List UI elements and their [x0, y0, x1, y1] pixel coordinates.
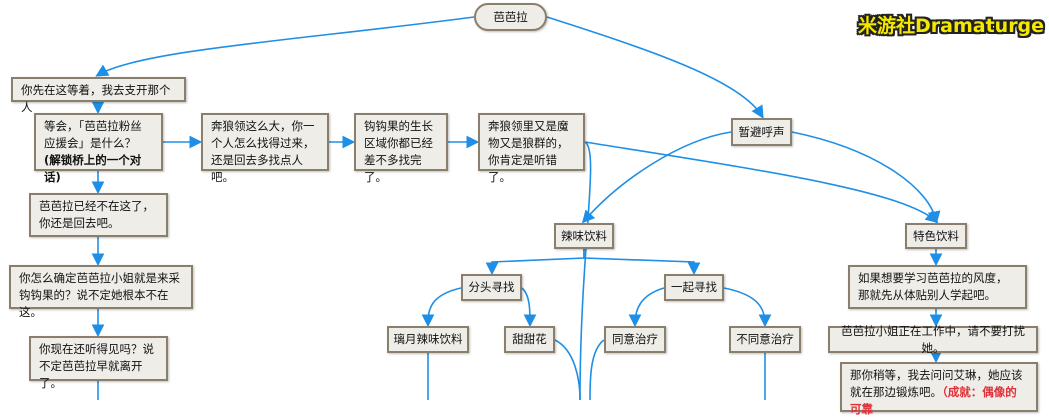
node-sweet-flower: 甜甜花: [504, 326, 555, 353]
node-spicy-drink: 辣味饮料: [554, 223, 614, 249]
node-hook-fruit: 钩钩果的生长区域你都已经差不多找完了。: [354, 113, 448, 184]
node-agree-heal: 同意治疗: [604, 326, 666, 353]
node-still-hear: 你现在还听得见吗？说不定芭芭拉早就离开了。: [29, 336, 168, 390]
connector-lines: [91, 16, 943, 400]
node-search-together: 一起寻找: [664, 274, 724, 301]
node-working: 芭芭拉小姐正在工作中，请不要打扰她。: [828, 324, 1038, 355]
node-ask-irene: 那你稍等，我去问问艾琳，她应该就在那边锻炼吧。（成就：偶像的可靠: [840, 362, 1038, 416]
node-text: 等会，「芭芭拉粉丝应援会」是什么？: [44, 119, 142, 150]
node-root: 芭芭拉: [474, 3, 547, 31]
node-wait-here: 你先在这等着，我去支开那个人: [11, 77, 186, 114]
node-liyue-spicy: 璃月辣味饮料: [387, 326, 469, 353]
node-gone: 芭芭拉已经不在这了，你还是回去吧。: [29, 193, 168, 237]
site-logo: 米游社Dramaturge: [858, 15, 1045, 37]
node-text: 那你稍等，我去问问艾琳，她应该就在那边锻炼吧。: [850, 368, 1023, 399]
node-too-big: 奔狼领这么大，你一个人怎么找得过来，还是回去多找点人吧。: [201, 113, 329, 184]
node-special-drink: 特色饮料: [905, 223, 967, 249]
node-split-search: 分头寻找: [461, 274, 522, 301]
node-avoid-voice: 暂避呼声: [731, 118, 792, 146]
node-learn-grace: 如果想要学习芭芭拉的风度，那就先从体贴别人学起吧。: [848, 265, 1027, 309]
node-fan-club: 等会，「芭芭拉粉丝应援会」是什么？ (解锁桥上的一个对话): [34, 113, 163, 184]
node-misheard: 奔狼领里又是魔物又是狼群的，你肯定是听错了。: [478, 113, 585, 184]
node-disagree-heal: 不同意治疗: [729, 326, 801, 353]
node-note: (解锁桥上的一个对话): [44, 153, 142, 184]
node-how-sure: 你怎么确定芭芭拉小姐就是来采钩钩果的？说不定她根本不在这。: [9, 265, 193, 319]
